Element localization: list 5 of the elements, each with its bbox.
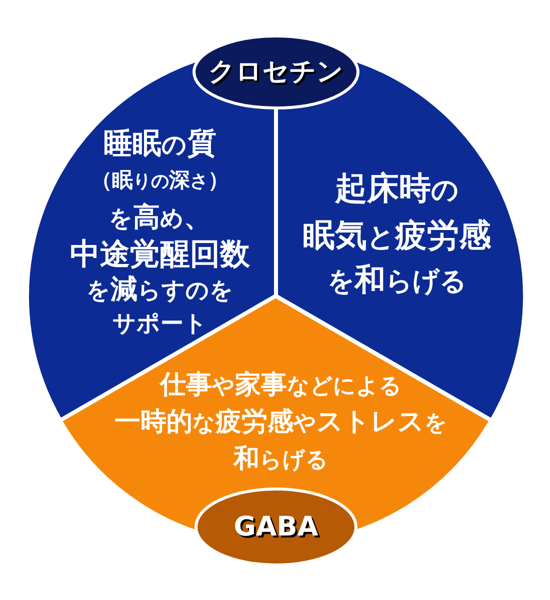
ingredient-name: GABA <box>234 514 318 540</box>
benefit-text: 仕事や家事などによる一時的な疲労感やストレスを和らげる <box>114 369 448 476</box>
ingredient-name: クロセチン <box>208 59 344 85</box>
benefit-text: 起床時の眠気と疲労感を和らげる <box>303 168 491 300</box>
benefit-text: 睡眠の質（眠りの深さ）を高め、中途覚醒回数を減らすのをサポート <box>70 125 250 339</box>
